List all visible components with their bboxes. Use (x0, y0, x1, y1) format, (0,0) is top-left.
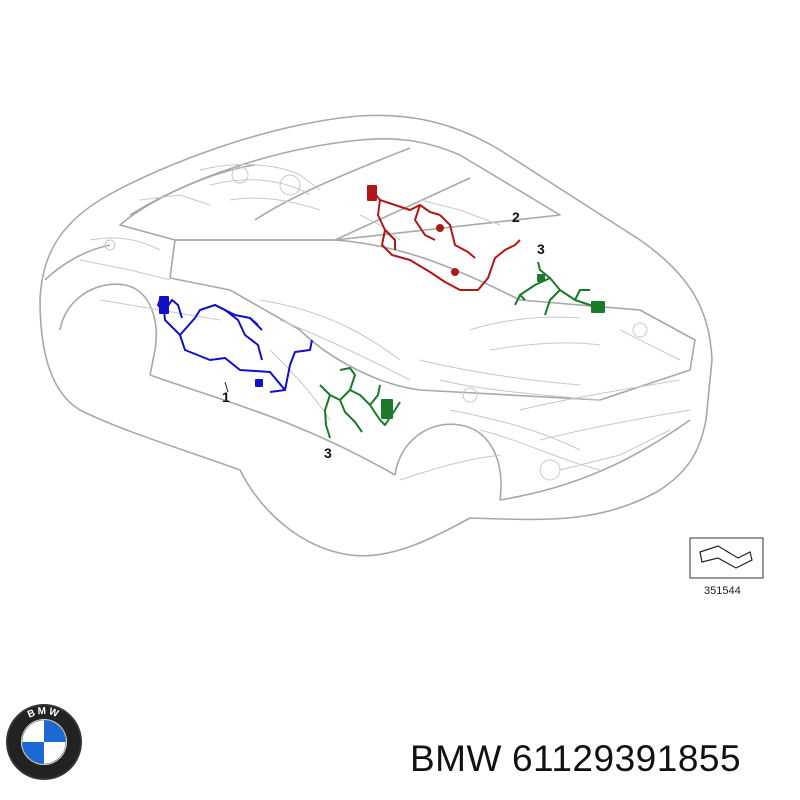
wiring-harness-1 (157, 296, 313, 393)
reference-number: 351544 (704, 585, 741, 597)
callout-3-rear: 3 (537, 241, 545, 257)
callout-labels: 1 2 3 3 (222, 209, 545, 461)
brand-name: BMW (410, 738, 502, 779)
bmw-logo: BMW (6, 704, 82, 780)
callout-3-front: 3 (324, 445, 332, 461)
car-body-outline (39, 114, 713, 557)
wiring-harness-3-rear (514, 261, 605, 316)
svg-text:BMW: BMW (26, 706, 62, 721)
interior-structure (79, 164, 691, 481)
callout-2: 2 (512, 209, 520, 225)
reference-box: 351544 (689, 537, 764, 597)
part-number: 61129391855 (511, 738, 742, 779)
callout-1: 1 (222, 389, 230, 405)
wiring-harness-2 (367, 185, 521, 291)
view-direction-icon (699, 545, 753, 569)
wiring-harness-3-front (319, 367, 401, 439)
logo-text: BMW (26, 706, 60, 721)
callout-1-leader (224, 381, 229, 393)
